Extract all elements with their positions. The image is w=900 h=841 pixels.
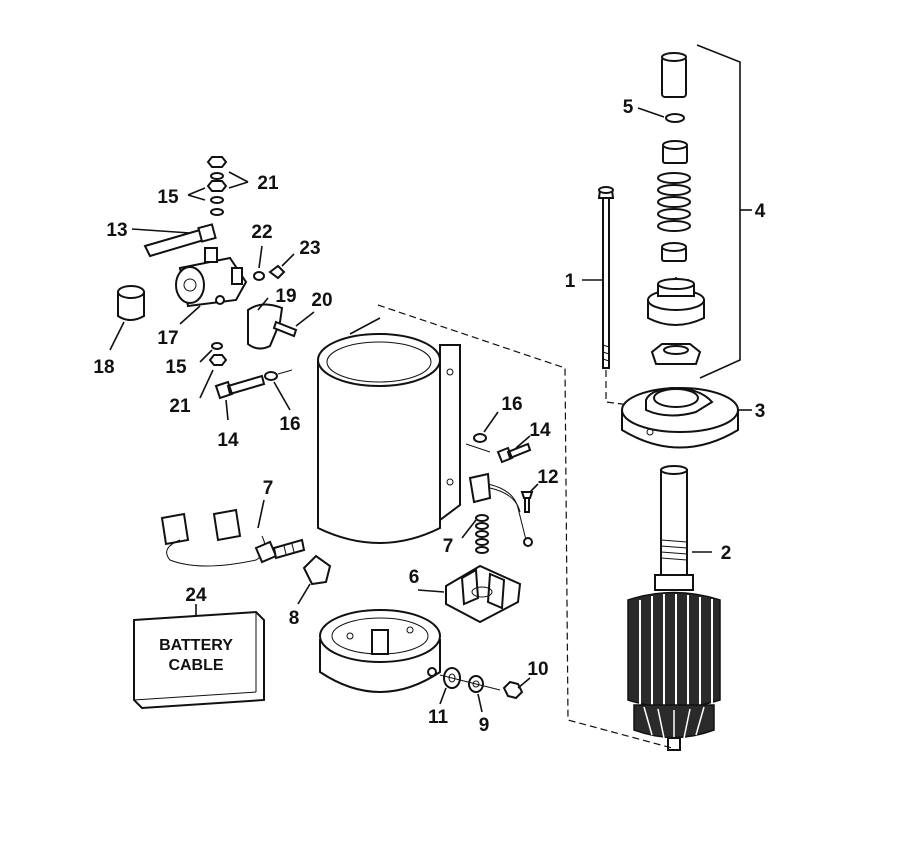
callout-17: 17 (157, 328, 178, 349)
callout-8: 8 (289, 608, 300, 629)
terminal-nut (502, 680, 524, 700)
lower-washer (211, 342, 223, 350)
brush-with-lead (468, 472, 533, 554)
frame-washer-left (264, 371, 278, 381)
frame-bolt-right (496, 442, 532, 464)
callout-4: 4 (755, 201, 766, 222)
field-frame (317, 317, 461, 544)
callout-11: 11 (428, 707, 449, 728)
callout-16-left: 16 (279, 414, 300, 435)
terminal-stud (143, 223, 217, 258)
thru-bolt (597, 186, 615, 369)
spring-spacer (661, 242, 687, 262)
callout-18: 18 (93, 357, 114, 378)
callout-14-left: 14 (217, 430, 239, 451)
brush-screw (520, 491, 534, 513)
solenoid-screw (268, 264, 286, 280)
thrust-collar (662, 140, 688, 164)
battery-cable-label-line2: CABLE (168, 657, 223, 674)
callout-21-bottom: 21 (169, 396, 191, 417)
callout-1: 1 (565, 271, 576, 292)
pinion-stop-cap (661, 52, 687, 98)
solenoid (175, 247, 248, 308)
terminal-nut-stack (206, 156, 228, 216)
callout-20: 20 (311, 290, 332, 311)
callout-13: 13 (106, 220, 127, 241)
callout-15-top: 15 (157, 187, 179, 208)
solenoid-nut (253, 271, 265, 281)
callout-21-top: 21 (257, 173, 279, 194)
callout-3: 3 (755, 401, 766, 422)
brush-set-with-terminal (160, 508, 306, 567)
bracket-screw (272, 320, 298, 338)
terminal-insulator (302, 554, 332, 586)
battery-cable-box: BATTERY CABLE (133, 610, 265, 710)
retaining-ring (665, 113, 685, 123)
callout-12: 12 (537, 467, 558, 488)
callout-16-right: 16 (501, 394, 522, 415)
callout-15-bottom: 15 (165, 357, 187, 378)
callout-6: 6 (409, 567, 420, 588)
callout-7-right: 7 (443, 536, 454, 557)
commutator-end-cap (319, 609, 441, 693)
frame-bolt-left (214, 374, 266, 400)
solenoid-bracket (247, 303, 284, 350)
callout-9: 9 (479, 715, 490, 736)
callout-22: 22 (251, 222, 272, 243)
drive-nut (650, 343, 702, 365)
armature (627, 465, 721, 751)
callout-5: 5 (623, 97, 634, 118)
callout-7-left: 7 (263, 478, 274, 499)
callout-19: 19 (275, 286, 296, 307)
drive-end-cap (621, 386, 752, 449)
battery-cable-label-line1: BATTERY (159, 637, 233, 654)
callout-23: 23 (299, 238, 320, 259)
frame-washer-right (473, 433, 487, 443)
callout-10: 10 (527, 659, 548, 680)
rubber-boot (117, 285, 145, 321)
callout-24: 24 (185, 585, 207, 606)
callout-2: 2 (721, 543, 732, 564)
brush-holder (445, 564, 522, 624)
drive-spring (657, 172, 691, 232)
callout-14-right: 14 (529, 420, 551, 441)
pinion-gear (647, 276, 705, 326)
lower-nut (208, 354, 228, 366)
